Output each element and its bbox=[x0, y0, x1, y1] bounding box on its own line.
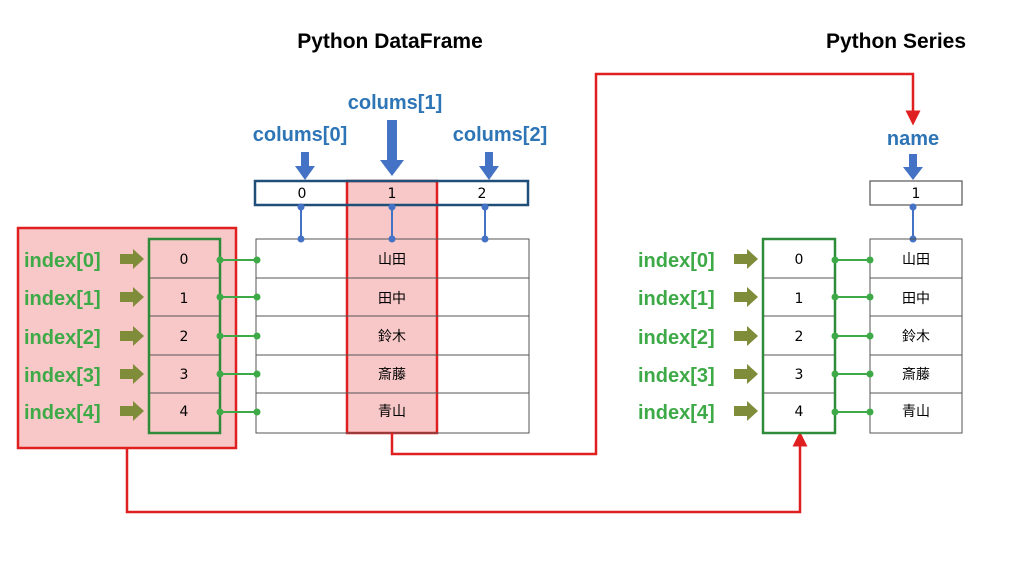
series-index-arrows bbox=[734, 249, 758, 421]
down-arrow-icon bbox=[903, 154, 923, 180]
series-name-box bbox=[869, 180, 963, 206]
column-position-0: 0 bbox=[298, 186, 307, 202]
series-name-connector bbox=[909, 203, 917, 243]
down-arrow-icon bbox=[295, 152, 315, 180]
series-index-value: 4 bbox=[795, 404, 804, 420]
dataframe-index-value: 0 bbox=[180, 252, 189, 268]
series-index-label: index[2] bbox=[638, 327, 715, 349]
right-arrow-icon bbox=[120, 287, 144, 307]
index-to-series-flow bbox=[125, 431, 808, 514]
series-cell: 斎藤 bbox=[902, 366, 930, 383]
right-arrow-icon bbox=[734, 326, 758, 346]
column-position-2: 2 bbox=[478, 186, 487, 202]
right-arrow-icon bbox=[734, 249, 758, 269]
dataframe-cell: 青山 bbox=[378, 404, 406, 420]
column-label-1: colums[1] bbox=[348, 92, 442, 114]
right-arrow-icon bbox=[734, 287, 758, 307]
series-index-value: 1 bbox=[795, 291, 804, 307]
column-connectors bbox=[297, 203, 489, 243]
right-arrow-icon bbox=[120, 364, 144, 384]
series-index-value: 0 bbox=[795, 252, 804, 268]
right-arrow-icon bbox=[734, 364, 758, 384]
column-position-1: 1 bbox=[388, 186, 397, 202]
series-index-value: 2 bbox=[795, 329, 804, 345]
series-index-label: index[0] bbox=[638, 250, 715, 272]
right-arrow-icon bbox=[734, 401, 758, 421]
right-arrow-icon bbox=[120, 401, 144, 421]
dataframe-index-label: index[4] bbox=[24, 402, 101, 424]
dataframe-index-value: 3 bbox=[180, 367, 189, 383]
dataframe-index-value: 2 bbox=[180, 329, 189, 345]
dataframe-cell: 斎藤 bbox=[378, 366, 406, 383]
series-index-label: index[3] bbox=[638, 365, 715, 387]
series-cell: 鈴木 bbox=[902, 329, 930, 345]
dataframe-title: Python DataFrame bbox=[297, 30, 483, 53]
dataframe-cell: 山田 bbox=[378, 252, 406, 268]
index-arrows bbox=[120, 249, 144, 421]
series-name-label: name bbox=[887, 128, 939, 150]
dataframe-index-label: index[0] bbox=[24, 250, 101, 272]
right-arrow-icon bbox=[120, 326, 144, 346]
series-name-value: 1 bbox=[912, 186, 921, 202]
down-arrow-icon bbox=[479, 152, 499, 180]
dataframe-cell: 鈴木 bbox=[378, 329, 406, 345]
right-arrow-icon bbox=[120, 249, 144, 269]
series-cell: 山田 bbox=[902, 252, 930, 268]
column-label-2: colums[2] bbox=[453, 124, 547, 146]
dataframe-index-label: index[1] bbox=[24, 288, 101, 310]
series-index-value: 3 bbox=[795, 367, 804, 383]
dataframe-index-label: index[3] bbox=[24, 365, 101, 387]
dataframe-index-value: 1 bbox=[180, 291, 189, 307]
series-index-label: index[1] bbox=[638, 288, 715, 310]
series-index-box bbox=[761, 237, 837, 435]
dataframe-index-value: 4 bbox=[180, 404, 189, 420]
series-title: Python Series bbox=[826, 30, 966, 53]
series-row-connectors bbox=[831, 256, 874, 416]
dataframe-index-label: index[2] bbox=[24, 327, 101, 349]
row-connectors bbox=[216, 256, 261, 416]
dataframe-cell: 田中 bbox=[378, 291, 406, 307]
column-to-series-flow bbox=[390, 72, 921, 456]
series-cell: 田中 bbox=[902, 291, 930, 307]
series-index-label: index[4] bbox=[638, 402, 715, 424]
down-arrow-icon bbox=[380, 120, 404, 176]
series-cell: 青山 bbox=[902, 404, 930, 420]
column-label-0: colums[0] bbox=[253, 124, 347, 146]
